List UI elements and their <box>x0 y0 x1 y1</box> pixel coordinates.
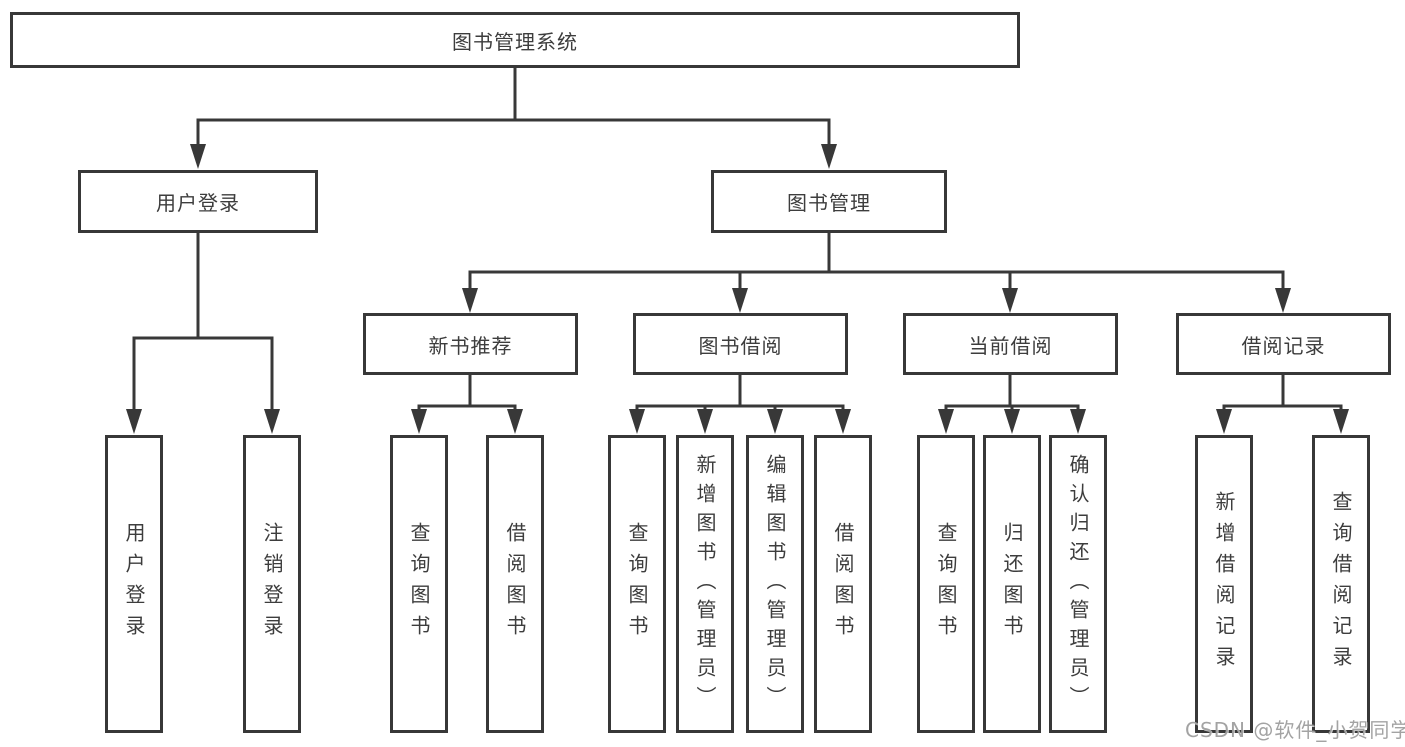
leaf-borrow-books-rec-label: 借阅图书 <box>503 522 527 646</box>
leaf-query-books-rec-label: 查询图书 <box>407 522 431 646</box>
connector-new-book-rec-children <box>417 375 517 408</box>
arrowhead-down-icon <box>629 409 645 434</box>
leaf-borrow-books: 借阅图书 <box>814 435 872 733</box>
connector-root-children <box>196 68 831 122</box>
arrowhead-down-icon <box>190 144 206 169</box>
node-book-mgmt: 图书管理 <box>711 170 947 233</box>
leaf-query-books-current-label: 查询图书 <box>934 522 958 646</box>
leaf-query-books-rec: 查询图书 <box>390 435 448 733</box>
leaf-logout: 注销登录 <box>243 435 301 733</box>
arrowhead-down-icon <box>938 409 954 434</box>
arrowhead-down-icon <box>1216 409 1232 434</box>
leaf-borrow-books-rec: 借阅图书 <box>486 435 544 733</box>
connector-book-mgmt-children <box>468 233 1285 274</box>
arrowhead-down-icon <box>411 409 427 434</box>
leaf-user-login-label: 用户登录 <box>122 522 146 646</box>
csdn-watermark: CSDN @软件_小贺同学 <box>1185 718 1405 742</box>
arrowhead-down-icon <box>264 409 280 434</box>
leaf-query-borrow-record: 查询借阅记录 <box>1312 435 1370 733</box>
leaf-add-books-admin-label: 新增图书（管理员） <box>693 453 717 715</box>
leaf-edit-books-admin: 编辑图书（管理员） <box>746 435 804 733</box>
leaf-user-login: 用户登录 <box>105 435 163 733</box>
arrowhead-down-icon <box>767 409 783 434</box>
arrowhead-down-icon <box>507 409 523 434</box>
node-book-mgmt-label: 图书管理 <box>787 191 871 215</box>
leaf-query-books-borrow-label: 查询图书 <box>625 522 649 646</box>
leaf-edit-books-admin-label: 编辑图书（管理员） <box>763 453 787 715</box>
leaf-query-borrow-record-label: 查询借阅记录 <box>1329 491 1353 677</box>
node-current-borrow: 当前借阅 <box>903 313 1118 375</box>
node-new-book-rec-label: 新书推荐 <box>428 333 513 358</box>
leaf-confirm-return-admin-label: 确认归还（管理员） <box>1066 453 1090 715</box>
arrowhead-down-icon <box>1004 409 1020 434</box>
leaf-confirm-return-admin: 确认归还（管理员） <box>1049 435 1107 733</box>
connector-user-login-children <box>132 233 274 340</box>
arrowhead-down-icon <box>1070 409 1086 434</box>
arrowhead-down-icon <box>462 288 478 313</box>
arrowhead-down-icon <box>1002 288 1018 313</box>
leaf-add-borrow-record-label: 新增借阅记录 <box>1212 491 1236 677</box>
connector-book-borrow-children <box>635 375 845 408</box>
node-root-label: 图书管理系统 <box>452 29 578 54</box>
node-borrow-record-label: 借阅记录 <box>1241 333 1326 358</box>
arrowhead-down-icon <box>1275 288 1291 313</box>
leaf-return-books-label: 归还图书 <box>1000 522 1024 646</box>
arrowhead-down-icon <box>821 144 837 169</box>
leaf-return-books: 归还图书 <box>983 435 1041 733</box>
node-book-borrow-label: 图书借阅 <box>698 333 783 358</box>
connector-current-borrow-children <box>944 375 1080 408</box>
node-borrow-record: 借阅记录 <box>1176 313 1391 375</box>
connector-borrow-record-children <box>1222 375 1343 408</box>
node-root: 图书管理系统 <box>10 12 1020 68</box>
leaf-query-books-borrow: 查询图书 <box>608 435 666 733</box>
arrowhead-down-icon <box>126 409 142 434</box>
leaf-borrow-books-label: 借阅图书 <box>831 522 855 646</box>
node-new-book-rec: 新书推荐 <box>363 313 578 375</box>
node-book-borrow: 图书借阅 <box>633 313 848 375</box>
leaf-query-books-current: 查询图书 <box>917 435 975 733</box>
arrowhead-down-icon <box>835 409 851 434</box>
leaf-logout-label: 注销登录 <box>260 522 284 646</box>
arrowhead-down-icon <box>697 409 713 434</box>
leaf-add-borrow-record: 新增借阅记录 <box>1195 435 1253 733</box>
node-current-borrow-label: 当前借阅 <box>968 333 1053 358</box>
arrowhead-down-icon <box>1333 409 1349 434</box>
leaf-add-books-admin: 新增图书（管理员） <box>676 435 734 733</box>
node-user-login: 用户登录 <box>78 170 318 233</box>
arrowhead-down-icon <box>732 288 748 313</box>
node-user-login-label: 用户登录 <box>156 191 240 215</box>
